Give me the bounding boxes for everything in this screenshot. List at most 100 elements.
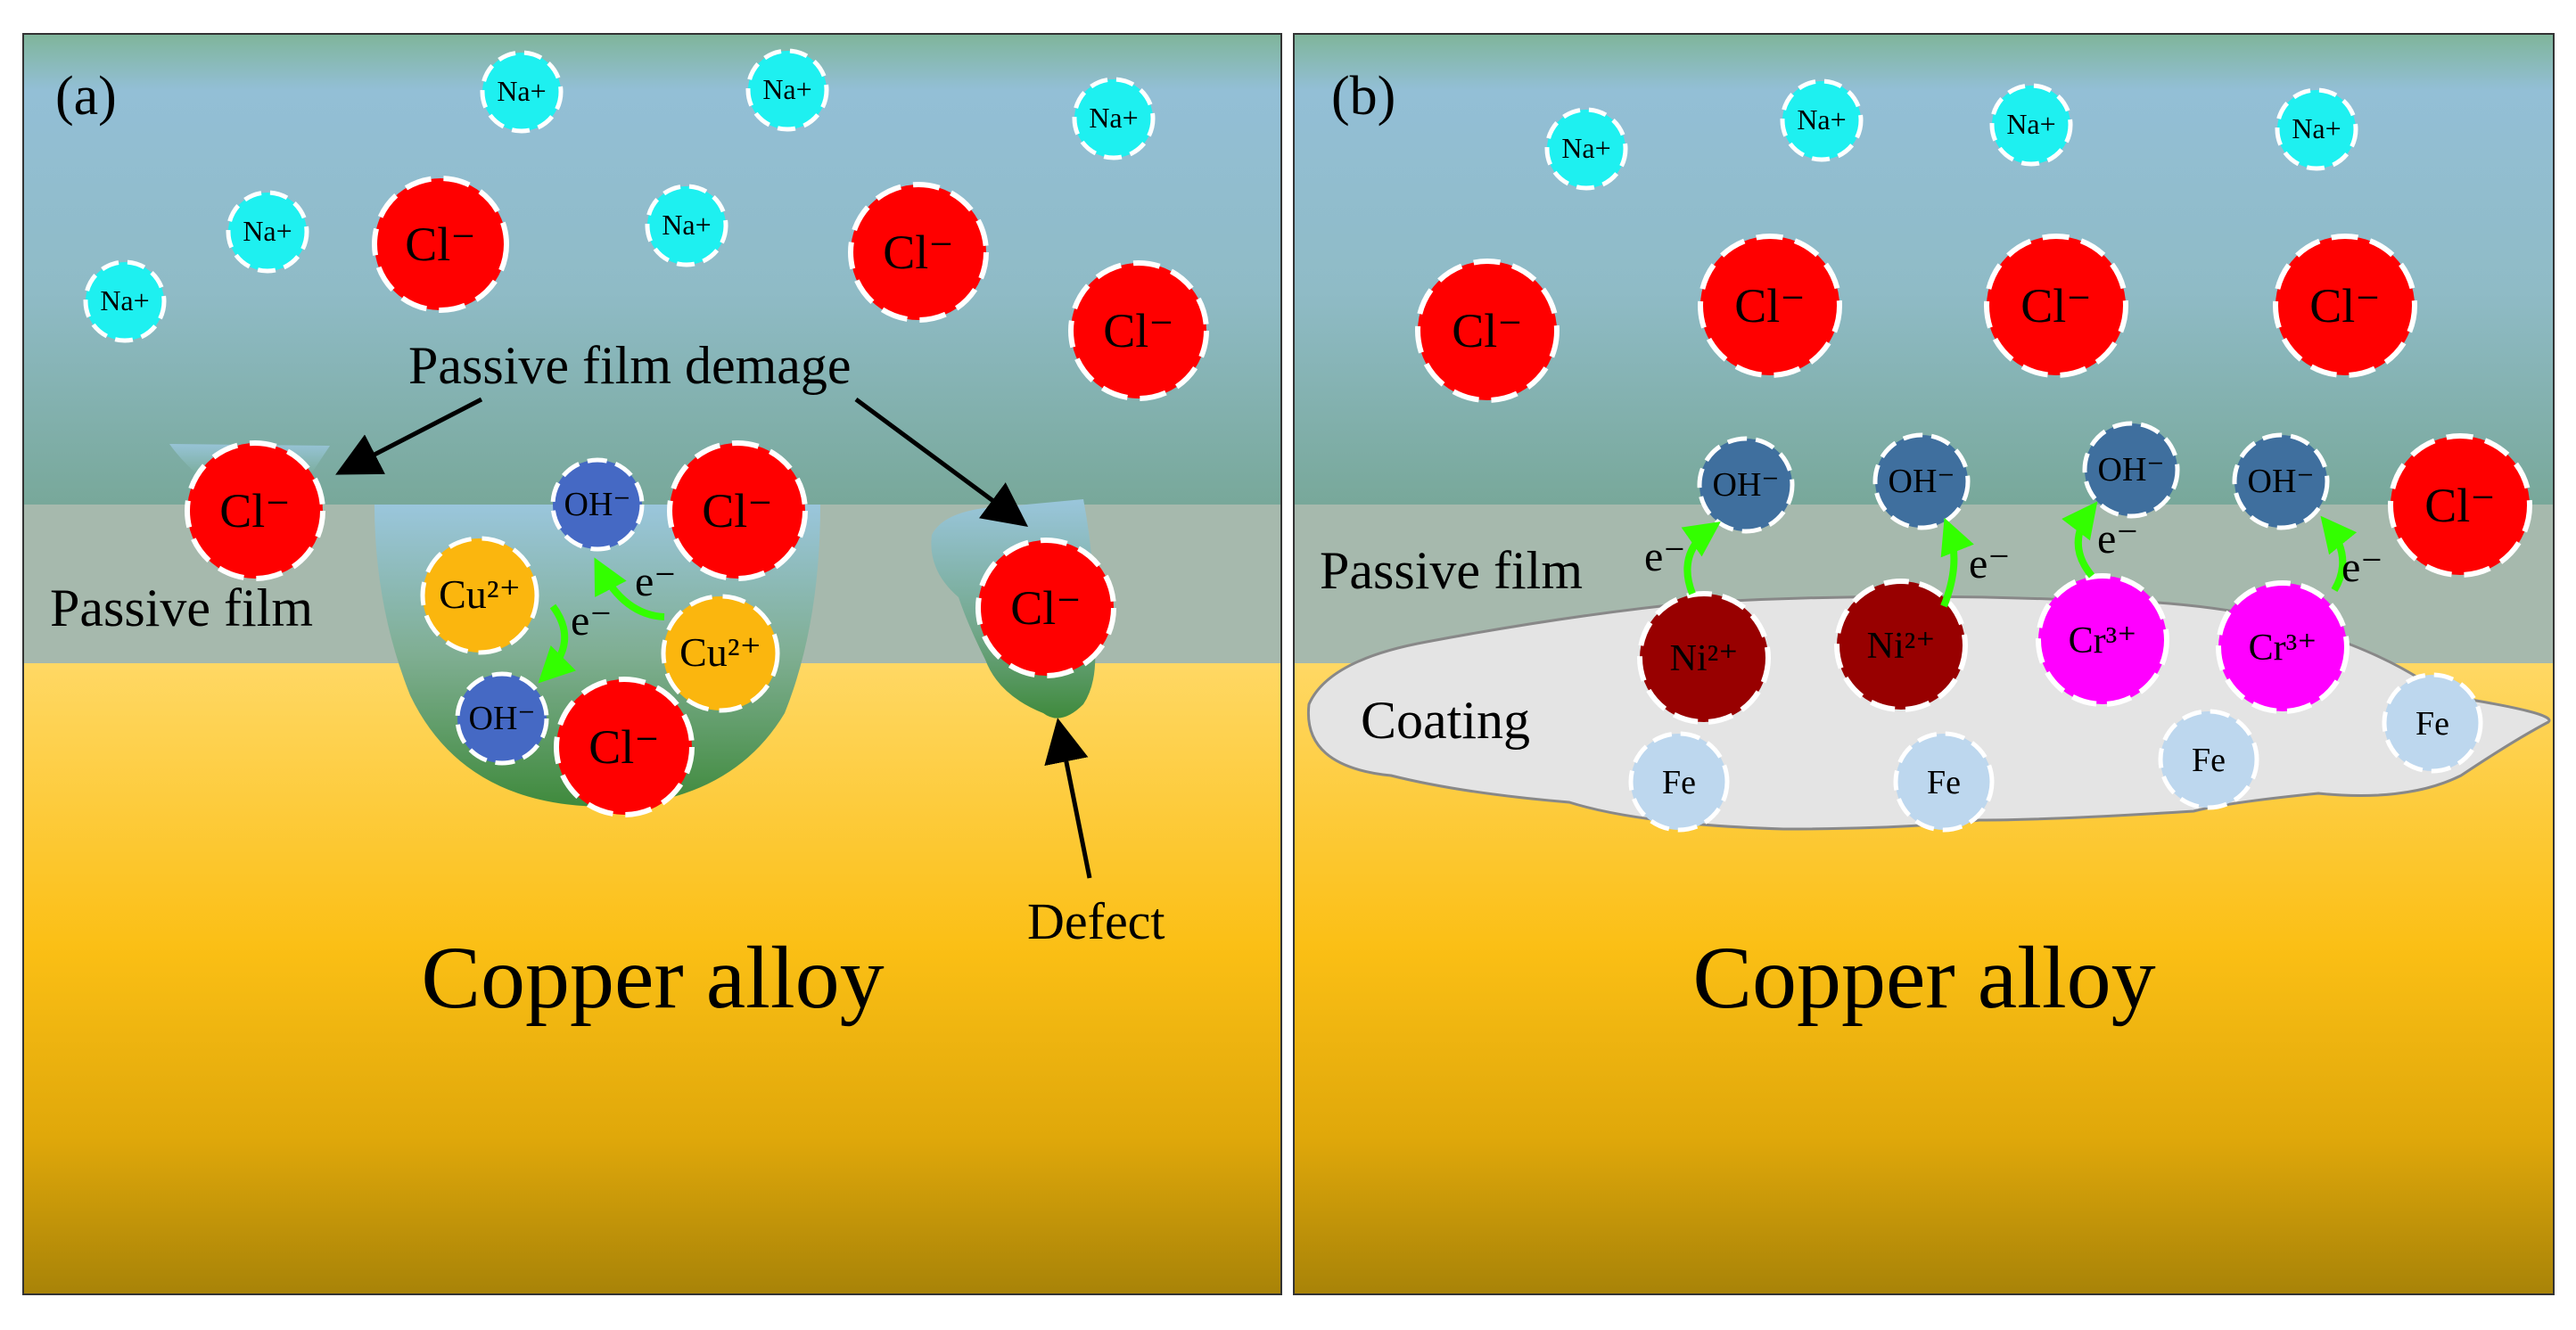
svg-text:Na+: Na+ xyxy=(2292,112,2341,144)
electron-arrow xyxy=(1681,521,1721,595)
electron-arrow xyxy=(2062,501,2098,579)
panel-a-label: (a) xyxy=(55,66,117,127)
svg-text:Cl⁻: Cl⁻ xyxy=(883,226,954,279)
svg-text:Fe: Fe xyxy=(1927,764,1961,801)
electron-label: e⁻ xyxy=(1969,540,2011,587)
svg-text:Na+: Na+ xyxy=(1089,102,1138,134)
electron-label: e⁻ xyxy=(571,597,613,644)
svg-text:Cl⁻: Cl⁻ xyxy=(1734,279,1806,332)
electron-label: e⁻ xyxy=(1644,533,1686,580)
na-ion: Na+ xyxy=(745,48,829,132)
svg-text:Na+: Na+ xyxy=(100,284,149,316)
svg-text:Cl⁻: Cl⁻ xyxy=(1452,304,1523,357)
cl-ion: Cl⁻ xyxy=(1698,234,1842,378)
damage-arrow-left xyxy=(335,397,483,475)
substrate-label: Copper alloy xyxy=(1692,928,2155,1027)
electron-arrow xyxy=(2320,515,2358,593)
na-ion: Na+ xyxy=(1544,107,1628,191)
panel-b: (b) Na+ Na+ Na+ Na+ Cl⁻ Cl⁻ Cl⁻ Cl⁻ Cl⁻ … xyxy=(1293,33,2555,1295)
svg-text:Ni²⁺: Ni²⁺ xyxy=(1670,638,1739,679)
na-ion: Na+ xyxy=(1072,77,1156,160)
panel-a-border xyxy=(22,33,1282,1295)
svg-text:Na+: Na+ xyxy=(1561,132,1610,164)
na-ion: Na+ xyxy=(226,190,309,274)
fe-atom: Fe xyxy=(1893,731,1995,833)
panel-b-label: (b) xyxy=(1331,66,1395,127)
defect-label: Defect xyxy=(1027,892,1165,950)
svg-text:OH⁻: OH⁻ xyxy=(1889,463,1955,500)
svg-text:Cl⁻: Cl⁻ xyxy=(405,218,476,271)
panel-a: (a) Na+ Na+ Na+ Na+ Na+ Na+ Cl⁻ Cl⁻ Cl⁻ … xyxy=(22,33,1282,1295)
svg-text:Cl⁻: Cl⁻ xyxy=(219,484,291,538)
passive-film-label: Passive film xyxy=(50,579,313,637)
svg-text:Cl⁻: Cl⁻ xyxy=(1010,581,1082,635)
oh-ion: OH⁻ xyxy=(1872,432,1971,530)
na-ion: Na+ xyxy=(480,50,564,134)
svg-text:Cl⁻: Cl⁻ xyxy=(2424,479,2496,532)
ni-ion: Ni²⁺ xyxy=(1637,591,1771,725)
cl-ion: Cl⁻ xyxy=(667,440,808,581)
cr-ion: Cr³⁺ xyxy=(2036,573,2169,707)
svg-text:Cu²⁺: Cu²⁺ xyxy=(679,629,761,675)
oh-ion: OH⁻ xyxy=(550,457,645,552)
svg-text:Cl⁻: Cl⁻ xyxy=(2309,279,2381,332)
svg-text:Ni²⁺: Ni²⁺ xyxy=(1867,626,1936,667)
ni-ion: Ni²⁺ xyxy=(1834,579,1968,712)
oh-ion: OH⁻ xyxy=(1697,436,1795,534)
svg-text:Fe: Fe xyxy=(2416,705,2449,743)
svg-text:Na+: Na+ xyxy=(1797,103,1846,135)
oh-ion: OH⁻ xyxy=(2082,421,2180,519)
svg-text:OH⁻: OH⁻ xyxy=(2248,463,2315,500)
electrolyte-region xyxy=(23,34,1281,505)
cl-ion: Cl⁻ xyxy=(372,176,509,313)
cl-ion: Cl⁻ xyxy=(1415,259,1560,403)
electron-arrow xyxy=(1940,517,1974,608)
electron-arrow xyxy=(594,557,665,620)
svg-text:Na+: Na+ xyxy=(243,215,292,247)
svg-text:Fe: Fe xyxy=(2192,742,2226,779)
damage-arrow-right xyxy=(854,397,1029,527)
electron-label: e⁻ xyxy=(2341,544,2383,591)
svg-text:OH⁻: OH⁻ xyxy=(1713,466,1780,504)
fe-atom: Fe xyxy=(2158,709,2259,810)
damage-label: Passive film demage xyxy=(408,336,852,395)
svg-text:Fe: Fe xyxy=(1662,764,1696,801)
coating-label: Coating xyxy=(1361,691,1530,750)
svg-text:Cl⁻: Cl⁻ xyxy=(1103,304,1174,357)
svg-text:Cl⁻: Cl⁻ xyxy=(702,484,773,538)
na-ion: Na+ xyxy=(1989,83,2073,167)
oh-ion: OH⁻ xyxy=(2232,432,2330,530)
passive-film-label: Passive film xyxy=(1320,541,1583,600)
na-ion: Na+ xyxy=(2275,87,2358,171)
cl-ion: Cl⁻ xyxy=(848,182,989,323)
cl-ion: Cl⁻ xyxy=(185,440,325,581)
cl-ion: Cl⁻ xyxy=(1984,234,2128,378)
svg-text:Cr³⁺: Cr³⁺ xyxy=(2249,628,2317,669)
fe-atom: Fe xyxy=(1628,731,1730,833)
electron-label: e⁻ xyxy=(635,558,677,605)
oh-ion: OH⁻ xyxy=(455,671,549,766)
cl-ion: Cl⁻ xyxy=(975,538,1116,678)
svg-text:Na+: Na+ xyxy=(497,75,546,107)
fe-atom: Fe xyxy=(2382,672,2483,774)
svg-text:Na+: Na+ xyxy=(762,73,811,105)
svg-text:Cr³⁺: Cr³⁺ xyxy=(2069,620,2137,661)
panel-b-border xyxy=(1293,33,2555,1295)
cl-ion: Cl⁻ xyxy=(2388,433,2532,578)
substrate-label: Copper alloy xyxy=(421,928,884,1027)
svg-text:Cl⁻: Cl⁻ xyxy=(2020,279,2092,332)
na-ion: Na+ xyxy=(83,259,167,343)
cl-ion: Cl⁻ xyxy=(554,677,695,817)
svg-text:Cl⁻: Cl⁻ xyxy=(588,720,660,774)
cu-ion: Cu²⁺ xyxy=(661,594,780,713)
svg-text:OH⁻: OH⁻ xyxy=(2098,451,2165,488)
cl-ion: Cl⁻ xyxy=(1068,260,1209,401)
svg-text:OH⁻: OH⁻ xyxy=(469,700,536,737)
svg-text:Cu²⁺: Cu²⁺ xyxy=(439,571,521,617)
cr-ion: Cr³⁺ xyxy=(2216,580,2350,714)
defect-arrow xyxy=(1044,718,1092,879)
cl-ion: Cl⁻ xyxy=(2273,234,2417,378)
electron-arrow xyxy=(538,603,576,684)
